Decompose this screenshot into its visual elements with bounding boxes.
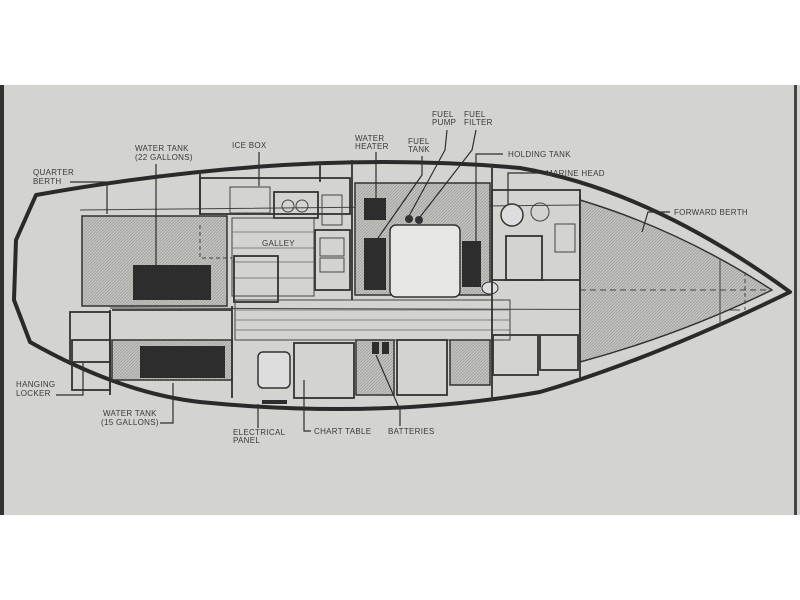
sink bbox=[319, 237, 345, 257]
ice-box bbox=[229, 186, 271, 214]
burner bbox=[281, 199, 295, 213]
water-tank-22 bbox=[133, 265, 211, 300]
svg-text:QUARTER: QUARTER bbox=[33, 168, 74, 177]
fuel-tank bbox=[364, 238, 386, 290]
svg-text:BATTERIES: BATTERIES bbox=[388, 427, 435, 436]
svg-text:HEATER: HEATER bbox=[355, 142, 389, 151]
svg-text:(15 GALLONS): (15 GALLONS) bbox=[101, 418, 159, 427]
label-forward-berth: FORWARD BERTH bbox=[641, 208, 748, 233]
burner bbox=[295, 199, 309, 213]
page-edge-left bbox=[0, 85, 4, 515]
svg-text:LOCKER: LOCKER bbox=[16, 389, 51, 398]
settee-locker-2 bbox=[449, 339, 491, 386]
head-sink bbox=[530, 202, 550, 222]
svg-text:CHART TABLE: CHART TABLE bbox=[314, 427, 371, 436]
fuel-filter bbox=[415, 216, 423, 224]
svg-text:HOLDING TANK: HOLDING TANK bbox=[508, 150, 571, 159]
svg-text:FUEL: FUEL bbox=[408, 137, 430, 146]
svg-text:FUEL: FUEL bbox=[464, 110, 486, 119]
svg-text:BERTH: BERTH bbox=[33, 177, 61, 186]
label-fuel-pump: FUEL PUMP bbox=[408, 110, 456, 217]
battery bbox=[382, 342, 389, 354]
svg-text:FORWARD BERTH: FORWARD BERTH bbox=[674, 208, 748, 217]
svg-text:WATER: WATER bbox=[355, 134, 385, 143]
svg-text:WATER TANK: WATER TANK bbox=[103, 409, 157, 418]
settee-locker bbox=[396, 339, 448, 396]
svg-text:(22 GALLONS): (22 GALLONS) bbox=[135, 153, 193, 162]
svg-text:PANEL: PANEL bbox=[233, 436, 260, 445]
galley-locker bbox=[321, 194, 343, 226]
label-chart-table: CHART TABLE bbox=[303, 380, 371, 436]
svg-text:WATER TANK: WATER TANK bbox=[135, 144, 189, 153]
svg-text:MARINE HEAD: MARINE HEAD bbox=[546, 169, 605, 178]
label-electrical-panel: ELECTRICAL PANEL bbox=[233, 404, 286, 445]
water-heater bbox=[364, 198, 386, 220]
companionway-steps bbox=[233, 255, 279, 303]
hull-outline bbox=[12, 160, 792, 412]
label-hanging-locker: HANGING LOCKER bbox=[16, 363, 84, 398]
label-ice-box: ICE BOX bbox=[232, 141, 267, 186]
label-galley: GALLEY bbox=[262, 239, 295, 248]
label-water-tank-15: WATER TANK (15 GALLONS) bbox=[101, 383, 174, 427]
label-fuel-filter: FUEL FILTER bbox=[419, 110, 493, 218]
head-vent bbox=[554, 223, 576, 253]
svg-text:ELECTRICAL: ELECTRICAL bbox=[233, 428, 286, 437]
engine bbox=[389, 224, 461, 298]
water-tank-15 bbox=[140, 346, 225, 378]
forward-locker-2 bbox=[539, 334, 579, 371]
svg-text:FILTER: FILTER bbox=[464, 118, 493, 127]
marine-head bbox=[500, 203, 524, 227]
holding-tank bbox=[462, 241, 481, 287]
sink bbox=[319, 257, 345, 273]
dinette-seat bbox=[257, 351, 291, 389]
label-holding-tank: HOLDING TANK bbox=[475, 150, 571, 241]
forward-locker bbox=[492, 334, 539, 376]
fuel-pump bbox=[405, 215, 413, 223]
electrical-panel bbox=[262, 400, 287, 404]
label-fuel-tank: FUEL TANK bbox=[377, 137, 430, 239]
svg-text:HANGING: HANGING bbox=[16, 380, 55, 389]
label-marine-head: MARINE HEAD bbox=[507, 169, 605, 204]
bulkheads bbox=[109, 160, 581, 400]
label-water-heater: WATER HEATER bbox=[355, 134, 389, 198]
svg-text:ICE BOX: ICE BOX bbox=[232, 141, 267, 150]
page-edge-right bbox=[794, 85, 797, 515]
svg-text:TANK: TANK bbox=[408, 145, 430, 154]
galley-sink-counter bbox=[314, 229, 351, 291]
label-batteries: BATTERIES bbox=[375, 354, 435, 436]
head-grate bbox=[505, 235, 543, 281]
battery bbox=[372, 342, 379, 354]
label-quarter-berth: QUARTER BERTH bbox=[33, 168, 108, 214]
mast-step bbox=[481, 281, 499, 295]
galley-sole bbox=[231, 217, 315, 297]
chart-table bbox=[293, 342, 355, 399]
svg-text:PUMP: PUMP bbox=[432, 118, 456, 127]
svg-text:FUEL: FUEL bbox=[432, 110, 454, 119]
label-water-tank-22: WATER TANK (22 GALLONS) bbox=[135, 144, 193, 265]
